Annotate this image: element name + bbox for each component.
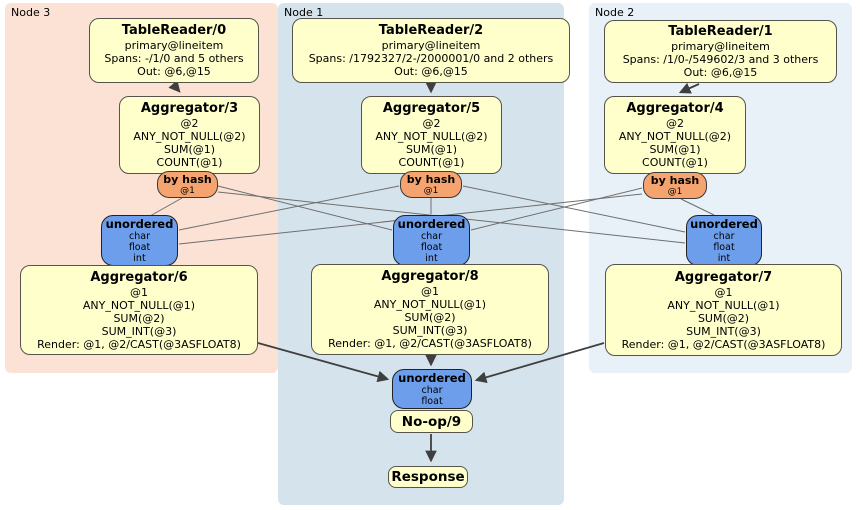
sync-type: int bbox=[133, 252, 146, 264]
box-title: TableReader/0 bbox=[121, 23, 227, 38]
aggregator-6-box: Aggregator/6 @1 ANY_NOT_NULL(@1) SUM(@2)… bbox=[20, 265, 258, 355]
box-line: ANY_NOT_NULL(@2) bbox=[133, 130, 246, 143]
box-line: SUM(@2) bbox=[113, 311, 165, 325]
tablereader-0-box: TableReader/0 primary@lineitem Spans: -/… bbox=[89, 18, 259, 83]
box-line: SUM_INT(@3) bbox=[392, 324, 468, 337]
node1-label: Node 1 bbox=[284, 6, 324, 19]
box-title: Aggregator/6 bbox=[90, 269, 188, 285]
noop-box: No-op/9 bbox=[390, 410, 473, 433]
box-title: Aggregator/3 bbox=[140, 101, 239, 116]
box-line: Render: @1, @2/CAST(@3ASFLOAT8) bbox=[37, 337, 241, 351]
box-line: Spans: /1/0-/549602/3 and 3 others bbox=[622, 53, 819, 66]
aggregator-5-box: Aggregator/5 @2 ANY_NOT_NULL(@2) SUM(@1)… bbox=[361, 96, 502, 174]
unordered-sync: unordered char float int bbox=[101, 215, 178, 266]
aggregator-3-box: Aggregator/3 @2 ANY_NOT_NULL(@2) SUM(@1)… bbox=[119, 96, 260, 174]
box-line: Out: @6,@15 bbox=[137, 65, 211, 78]
box-line: SUM(@1) bbox=[163, 143, 216, 156]
box-line: SUM(@1) bbox=[649, 143, 701, 156]
box-line: @2 bbox=[422, 117, 441, 130]
box-line: primary@lineitem bbox=[671, 40, 770, 53]
router-key: @1 bbox=[180, 185, 195, 196]
tablereader-1-box: TableReader/1 primary@lineitem Spans: /1… bbox=[604, 20, 837, 83]
sync-title: unordered bbox=[398, 370, 466, 385]
box-line: Render: @1, @2/CAST(@3ASFLOAT8) bbox=[621, 337, 826, 351]
box-title: TableReader/1 bbox=[668, 24, 773, 39]
aggregator-4-box: Aggregator/4 @2 ANY_NOT_NULL(@2) SUM(@1)… bbox=[604, 96, 746, 174]
box-line: ANY_NOT_NULL(@2) bbox=[375, 130, 488, 143]
final-unordered-sync: unordered char float bbox=[392, 369, 472, 409]
box-title: Aggregator/8 bbox=[381, 269, 479, 284]
sync-type: float bbox=[128, 241, 151, 253]
box-title: TableReader/2 bbox=[378, 23, 484, 38]
sync-type: char bbox=[421, 384, 443, 396]
box-line: primary@lineitem bbox=[381, 39, 481, 52]
router-title: by hash bbox=[650, 173, 700, 187]
sync-type: float bbox=[421, 395, 443, 407]
sync-type: int bbox=[425, 252, 438, 264]
router-key: @1 bbox=[667, 186, 683, 197]
box-line: ANY_NOT_NULL(@1) bbox=[373, 298, 487, 311]
sync-type: int bbox=[717, 252, 731, 264]
box-line: SUM(@1) bbox=[405, 143, 458, 156]
by-hash-router: by hash @1 bbox=[157, 171, 218, 198]
box-line: @1 bbox=[714, 285, 733, 299]
sync-type: float bbox=[420, 241, 443, 253]
box-title: Aggregator/4 bbox=[626, 101, 724, 116]
response-box: Response bbox=[388, 466, 468, 488]
box-line: COUNT(@1) bbox=[642, 156, 708, 169]
sync-type: char bbox=[129, 230, 150, 242]
box-line: Spans: -/1/0 and 5 others bbox=[104, 52, 244, 65]
aggregator-7-box: Aggregator/7 @1 ANY_NOT_NULL(@1) SUM(@2)… bbox=[605, 264, 842, 356]
box-title: Response bbox=[391, 469, 465, 485]
tablereader-2-box: TableReader/2 primary@lineitem Spans: /1… bbox=[292, 18, 570, 83]
sync-title: unordered bbox=[690, 216, 758, 231]
router-key: @1 bbox=[423, 185, 439, 196]
by-hash-router: by hash @1 bbox=[643, 172, 707, 199]
box-line: SUM(@2) bbox=[697, 311, 750, 325]
box-line: Out: @6,@15 bbox=[394, 65, 468, 78]
router-title: by hash bbox=[163, 172, 212, 186]
box-title: Aggregator/7 bbox=[674, 269, 773, 285]
box-line: @2 bbox=[180, 117, 199, 130]
node2-label: Node 2 bbox=[595, 6, 635, 19]
box-line: Render: @1, @2/CAST(@3ASFLOAT8) bbox=[328, 337, 532, 350]
box-line: SUM_INT(@3) bbox=[686, 324, 761, 338]
sync-title: unordered bbox=[105, 216, 174, 231]
sync-type: char bbox=[713, 230, 735, 242]
box-line: @1 bbox=[421, 285, 439, 298]
box-line: Spans: /1792327/2-/2000001/0 and 2 other… bbox=[308, 52, 554, 65]
box-line: ANY_NOT_NULL(@1) bbox=[82, 298, 196, 312]
box-line: ANY_NOT_NULL(@2) bbox=[618, 130, 732, 143]
box-title: Aggregator/5 bbox=[382, 101, 481, 116]
sync-title: unordered bbox=[397, 216, 466, 231]
router-title: by hash bbox=[406, 172, 456, 186]
box-line: ANY_NOT_NULL(@1) bbox=[667, 298, 780, 312]
node3-label: Node 3 bbox=[11, 6, 51, 19]
box-line: @1 bbox=[130, 285, 148, 299]
box-line: Out: @6,@15 bbox=[683, 66, 758, 79]
box-title: No-op/9 bbox=[401, 413, 462, 430]
unordered-sync: unordered char float int bbox=[393, 215, 470, 266]
box-line: @2 bbox=[666, 117, 684, 130]
aggregator-8-box: Aggregator/8 @1 ANY_NOT_NULL(@1) SUM(@2)… bbox=[311, 264, 549, 355]
sync-type: float bbox=[713, 241, 735, 253]
box-line: primary@lineitem bbox=[124, 39, 224, 52]
box-line: SUM_INT(@3) bbox=[101, 324, 177, 338]
box-line: COUNT(@1) bbox=[398, 156, 465, 169]
by-hash-router: by hash @1 bbox=[400, 171, 462, 198]
box-line: COUNT(@1) bbox=[156, 156, 223, 169]
sync-type: char bbox=[421, 230, 442, 242]
box-line: SUM(@2) bbox=[404, 311, 456, 324]
unordered-sync: unordered char float int bbox=[686, 215, 762, 266]
